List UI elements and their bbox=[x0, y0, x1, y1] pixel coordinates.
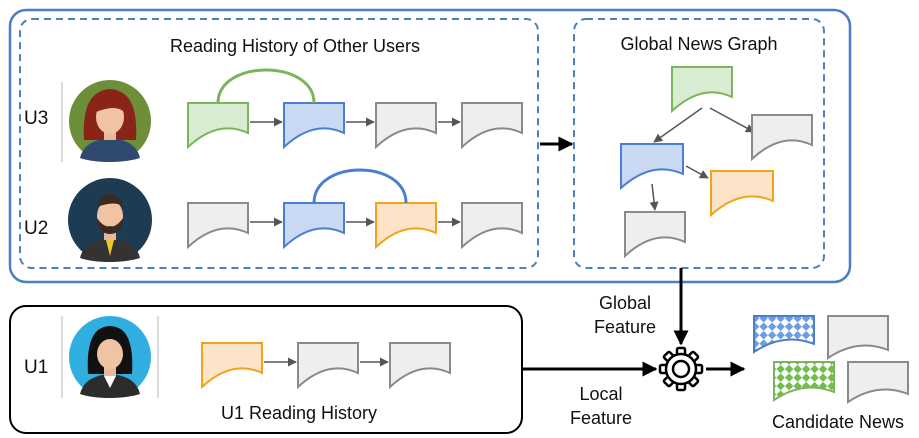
bearded-man-avatar-icon bbox=[68, 178, 152, 262]
u3-history-docs bbox=[187, 68, 523, 150]
graph-edge bbox=[709, 107, 755, 133]
graph-node-green bbox=[671, 66, 733, 114]
woman-avatar-icon bbox=[69, 80, 151, 162]
local-feature-label-line1: Local bbox=[579, 384, 622, 404]
candidate-doc-blue bbox=[753, 315, 815, 354]
user-label-u1: U1 bbox=[24, 357, 48, 378]
news-doc-gray bbox=[187, 202, 249, 250]
user-row-u1: U1 bbox=[24, 316, 159, 398]
co-click-link bbox=[216, 68, 316, 104]
graph-node-gray bbox=[751, 114, 813, 162]
global-feature-label-line1: Global bbox=[599, 293, 651, 313]
news-doc-gray bbox=[375, 102, 437, 150]
gear-icon bbox=[658, 346, 704, 392]
candidate-news: Candidate News bbox=[753, 315, 909, 432]
u1-history-caption: U1 Reading History bbox=[221, 403, 377, 423]
news-doc-green bbox=[187, 102, 249, 150]
candidate-doc-gray-2 bbox=[847, 361, 909, 404]
user-label-u2: U2 bbox=[24, 218, 48, 239]
user-row-u3: U3 bbox=[24, 80, 151, 162]
graph-edge bbox=[685, 165, 709, 179]
graph-edge bbox=[649, 183, 659, 211]
candidate-news-label: Candidate News bbox=[772, 412, 904, 432]
reading-history-title: Reading History of Other Users bbox=[170, 36, 420, 56]
graph-node-gray bbox=[624, 211, 686, 259]
co-click-link bbox=[312, 168, 408, 204]
news-doc-gray bbox=[297, 342, 359, 390]
news-doc-orange bbox=[201, 342, 263, 390]
news-doc-gray bbox=[461, 102, 523, 150]
other-users-panel bbox=[8, 8, 852, 284]
businesswoman-avatar-icon bbox=[69, 316, 151, 398]
news-doc-gray bbox=[389, 342, 451, 390]
local-feature-label-line2: Feature bbox=[570, 408, 632, 428]
global-graph-group bbox=[573, 18, 825, 269]
u2-history-docs bbox=[187, 168, 523, 250]
candidate-doc-green bbox=[773, 361, 835, 402]
global-feature-label-line2: Feature bbox=[594, 317, 656, 337]
u1-history-docs bbox=[201, 342, 451, 390]
candidate-doc-gray-1 bbox=[827, 315, 889, 360]
news-doc-orange bbox=[375, 202, 437, 250]
news-doc-gray bbox=[461, 202, 523, 250]
news-doc-blue bbox=[283, 102, 345, 150]
news-doc-blue bbox=[283, 202, 345, 250]
global-graph-title: Global News Graph bbox=[620, 34, 777, 54]
graph-node-orange bbox=[710, 170, 774, 218]
user-label-u3: U3 bbox=[24, 108, 48, 129]
reading-history-group bbox=[19, 18, 539, 269]
graph-node-blue bbox=[620, 143, 684, 191]
graph-edge bbox=[653, 107, 703, 143]
global-news-graph bbox=[620, 66, 813, 259]
user-row-u2: U2 bbox=[24, 178, 152, 262]
